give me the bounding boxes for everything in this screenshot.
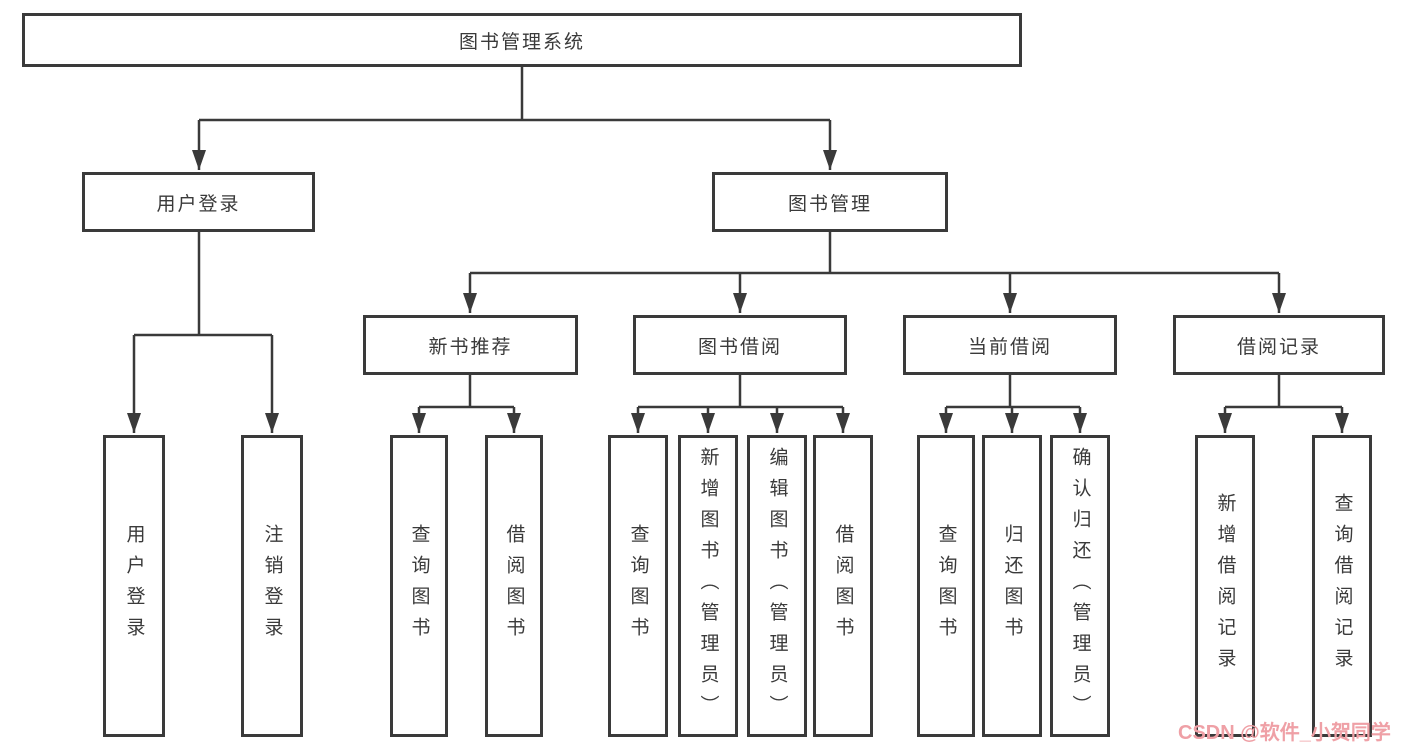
node-label: 新书推荐 — [428, 336, 513, 358]
node-query-borrow-record: 查询借阅记录 — [1312, 435, 1372, 737]
node-label: 注销登录 — [261, 524, 283, 648]
node-query-books-3: 查询图书 — [917, 435, 975, 737]
node-label: 编辑图书（管理员） — [766, 446, 788, 726]
node-return-books: 归还图书 — [982, 435, 1042, 737]
node-borrowing-records: 借阅记录 — [1173, 315, 1385, 375]
node-label: 借阅图书 — [832, 524, 854, 648]
node-label: 当前借阅 — [967, 336, 1052, 358]
node-edit-books-admin: 编辑图书（管理员） — [747, 435, 807, 737]
node-label: 查询图书 — [935, 524, 957, 648]
node-book-management: 图书管理 — [712, 172, 948, 232]
node-label: 查询图书 — [408, 524, 430, 648]
node-current-borrowing: 当前借阅 — [903, 315, 1117, 375]
node-label: 确认归还（管理员） — [1069, 446, 1091, 726]
node-query-books-2: 查询图书 — [608, 435, 668, 737]
node-label: 借阅记录 — [1236, 336, 1321, 358]
node-label: 查询图书 — [627, 524, 649, 648]
node-label: 图书借阅 — [697, 336, 782, 358]
node-label: 图书管理 — [787, 193, 872, 215]
node-label: 用户登录 — [156, 193, 241, 215]
node-logout: 注销登录 — [241, 435, 303, 737]
node-label: 新增图书（管理员） — [697, 446, 719, 726]
node-label: 用户登录 — [123, 524, 145, 648]
node-user-login: 用户登录 — [103, 435, 165, 737]
node-label: 归还图书 — [1001, 524, 1023, 648]
node-borrow-books-1: 借阅图书 — [485, 435, 543, 737]
node-book-borrowing: 图书借阅 — [633, 315, 847, 375]
node-label: 查询借阅记录 — [1331, 493, 1353, 679]
watermark: CSDN @软件_小贺同学 — [1178, 722, 1391, 744]
node-add-books-admin: 新增图书（管理员） — [678, 435, 738, 737]
node-add-borrow-record: 新增借阅记录 — [1195, 435, 1255, 737]
node-label: 借阅图书 — [503, 524, 525, 648]
node-user-login-group: 用户登录 — [82, 172, 315, 232]
node-query-books-1: 查询图书 — [390, 435, 448, 737]
node-label: 新增借阅记录 — [1214, 493, 1236, 679]
node-confirm-return-admin: 确认归还（管理员） — [1050, 435, 1110, 737]
node-library-management-system: 图书管理系统 — [22, 13, 1022, 67]
node-borrow-books-2: 借阅图书 — [813, 435, 873, 737]
node-new-book-recommend: 新书推荐 — [363, 315, 578, 375]
node-label: 图书管理系统 — [458, 31, 585, 53]
